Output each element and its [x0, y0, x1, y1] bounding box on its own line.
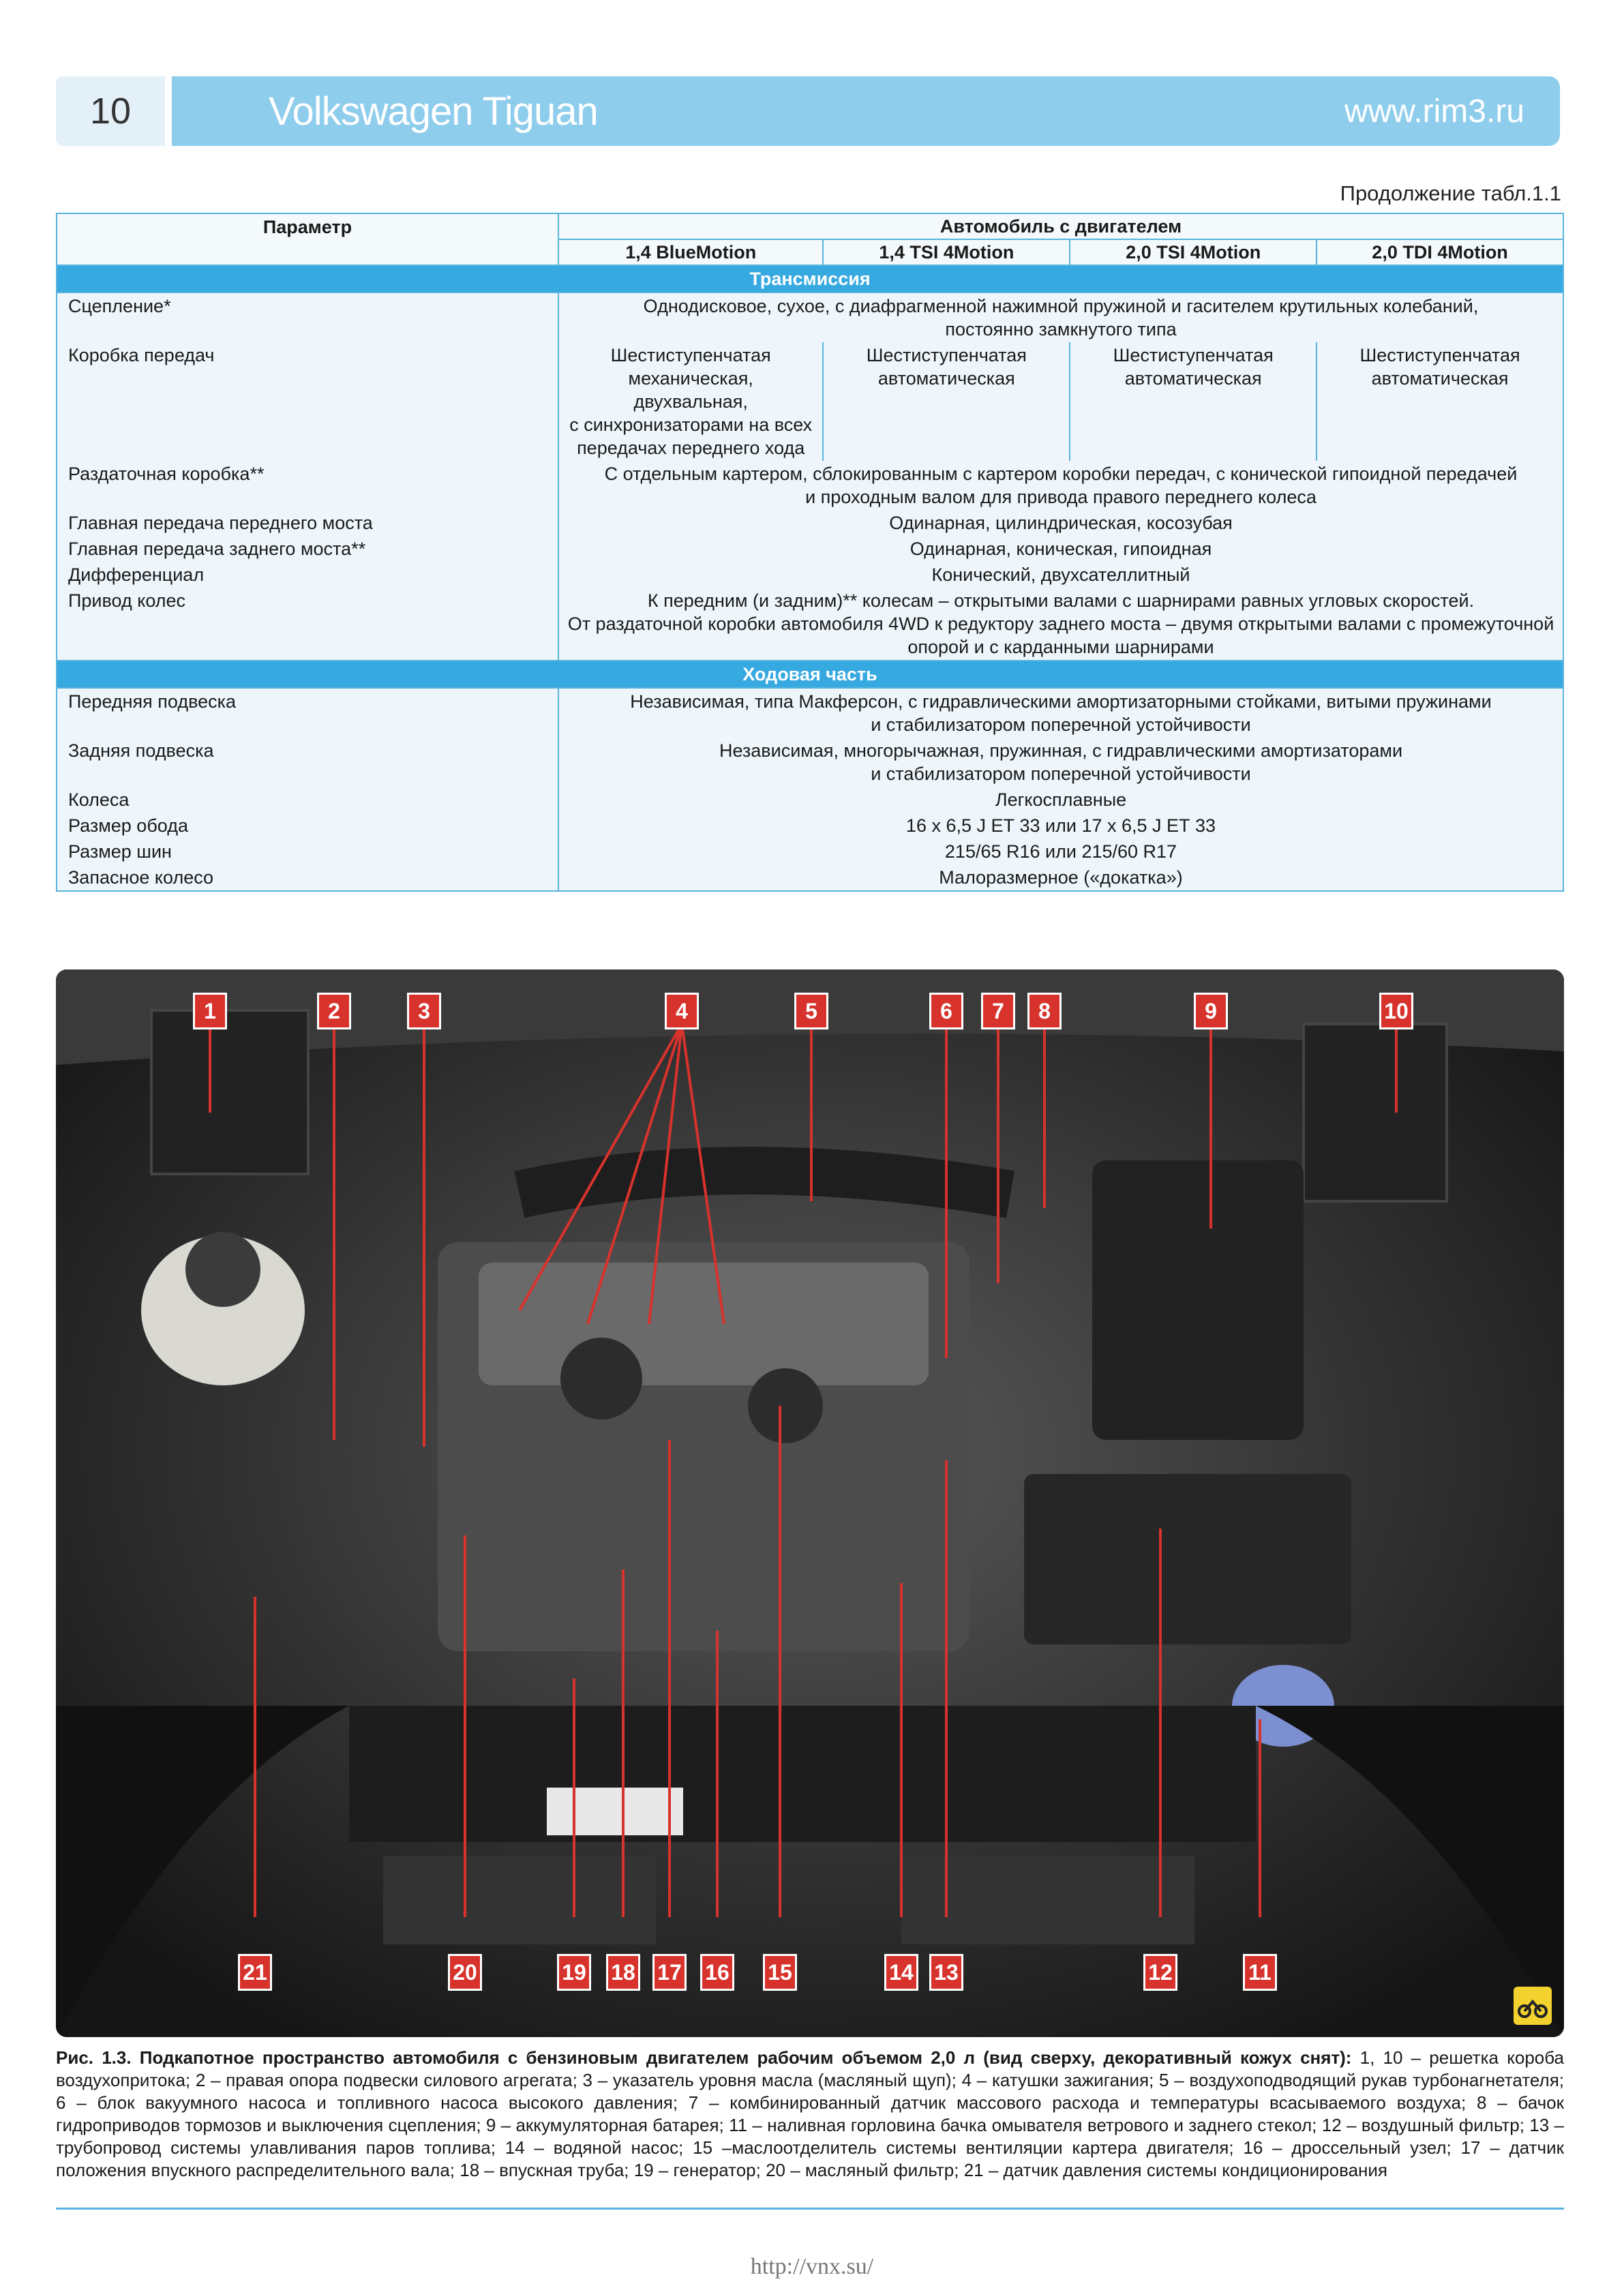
callout-label: 10	[1379, 993, 1413, 1029]
value-cell: Шестиступенчатая автоматическая	[1316, 342, 1564, 461]
callout-label: 13	[929, 1954, 963, 1991]
value-cell: Одинарная, коническая, гипоидная	[557, 536, 1565, 562]
param-cell: Размер шин	[56, 839, 559, 864]
group-header: Автомобиль с двигателем	[557, 213, 1565, 240]
engine-header: 2,0 TDI 4Motion	[1316, 239, 1564, 266]
caption-title: Рис. 1.3. Подкапотное пространство автом…	[56, 2047, 1352, 2068]
value-cell: Конический, двухсателлитный	[557, 562, 1565, 588]
header-band: Volkswagen Tiguan www.rim3.ru	[172, 76, 1560, 146]
logo-icon	[1514, 1987, 1552, 2025]
footer-url[interactable]: http://vnx.su/	[750, 2254, 874, 2279]
param-header: Параметр	[56, 213, 559, 266]
callout-label: 18	[606, 1954, 640, 1991]
param-cell: Дифференциал	[56, 562, 559, 588]
value-cell: С отдельным картером, сблокированным с к…	[557, 461, 1565, 510]
table-continuation-label: Продолжение табл.1.1	[1340, 181, 1561, 205]
param-cell: Раздаточная коробка**	[56, 461, 559, 510]
caption-text: 1, 10 – решетка короба воздухопритока; 2…	[56, 2047, 1564, 2180]
param-cell: Привод колес	[56, 588, 559, 661]
callout-label: 6	[929, 993, 963, 1029]
book-title: Volkswagen Tiguan	[269, 89, 599, 134]
section-header: Ходовая часть	[56, 660, 1564, 689]
divider	[56, 2208, 1564, 2210]
page-number: 10	[56, 76, 165, 146]
callout-label: 14	[884, 1954, 918, 1991]
site-url[interactable]: www.rim3.ru	[1344, 93, 1524, 130]
engine-bay-illustration	[56, 969, 1564, 2037]
param-cell: Задняя подвеска	[56, 738, 559, 787]
param-cell: Главная передача переднего моста	[56, 510, 559, 536]
section-header: Трансмиссия	[56, 265, 1564, 293]
engine-bay-photo: 1 2 3 4 5 6 7 8 9 10 11 12 13 14 15 16 1…	[56, 969, 1564, 2037]
value-cell: 215/65 R16 или 215/60 R17	[557, 839, 1565, 864]
callout-label: 5	[794, 993, 828, 1029]
engine-header: 1,4 BlueMotion	[557, 239, 824, 266]
callout-label: 8	[1027, 993, 1062, 1029]
callout-label: 7	[981, 993, 1015, 1029]
param-cell: Передняя подвеска	[56, 688, 559, 738]
callout-label: 1	[193, 993, 227, 1029]
callout-label: 21	[238, 1954, 272, 1991]
callout-label: 19	[557, 1954, 591, 1991]
param-cell: Колеса	[56, 787, 559, 813]
param-cell: Запасное колесо	[56, 864, 559, 891]
value-cell: Одинарная, цилиндрическая, косозубая	[557, 510, 1565, 536]
engine-header: 1,4 TSI 4Motion	[822, 239, 1071, 266]
value-cell: Шестиступенчатая механическая, двухвальн…	[557, 342, 824, 461]
page-header: 10 Volkswagen Tiguan www.rim3.ru	[56, 76, 1560, 146]
callout-label: 3	[407, 993, 441, 1029]
callout-label: 20	[448, 1954, 482, 1991]
value-cell: Независимая, многорычажная, пружинная, с…	[557, 738, 1565, 787]
callout-label: 15	[763, 1954, 797, 1991]
callout-label: 2	[317, 993, 351, 1029]
param-cell: Главная передача заднего моста**	[56, 536, 559, 562]
callout-label: 12	[1143, 1954, 1177, 1991]
value-cell: 16 х 6,5 J ЕТ 33 или 17 х 6,5 J ЕТ 33	[557, 813, 1565, 839]
figure-caption: Рис. 1.3. Подкапотное пространство автом…	[56, 2047, 1564, 2182]
param-cell: Размер обода	[56, 813, 559, 839]
value-cell: Малоразмерное («докатка»)	[557, 864, 1565, 891]
callout-label: 11	[1243, 1954, 1277, 1991]
spec-table: Параметр Автомобиль с двигателем 1,4 Blu…	[56, 213, 1565, 892]
callout-label: 16	[700, 1954, 734, 1991]
value-cell: Шестиступенчатая автоматическая	[822, 342, 1071, 461]
value-cell: Шестиступенчатая автоматическая	[1069, 342, 1318, 461]
callout-label: 17	[652, 1954, 687, 1991]
engine-header: 2,0 TSI 4Motion	[1069, 239, 1318, 266]
value-cell: К передним (и задним)** колесам – открыт…	[557, 588, 1565, 661]
value-cell: Легкосплавные	[557, 787, 1565, 813]
callout-label: 9	[1194, 993, 1228, 1029]
param-cell: Коробка передач	[56, 342, 559, 461]
param-cell: Сцепление*	[56, 292, 559, 342]
callout-label: 4	[665, 993, 699, 1029]
value-cell: Однодисковое, сухое, с диафрагменной наж…	[557, 292, 1565, 342]
value-cell: Независимая, типа Макферсон, с гидравлич…	[557, 688, 1565, 738]
